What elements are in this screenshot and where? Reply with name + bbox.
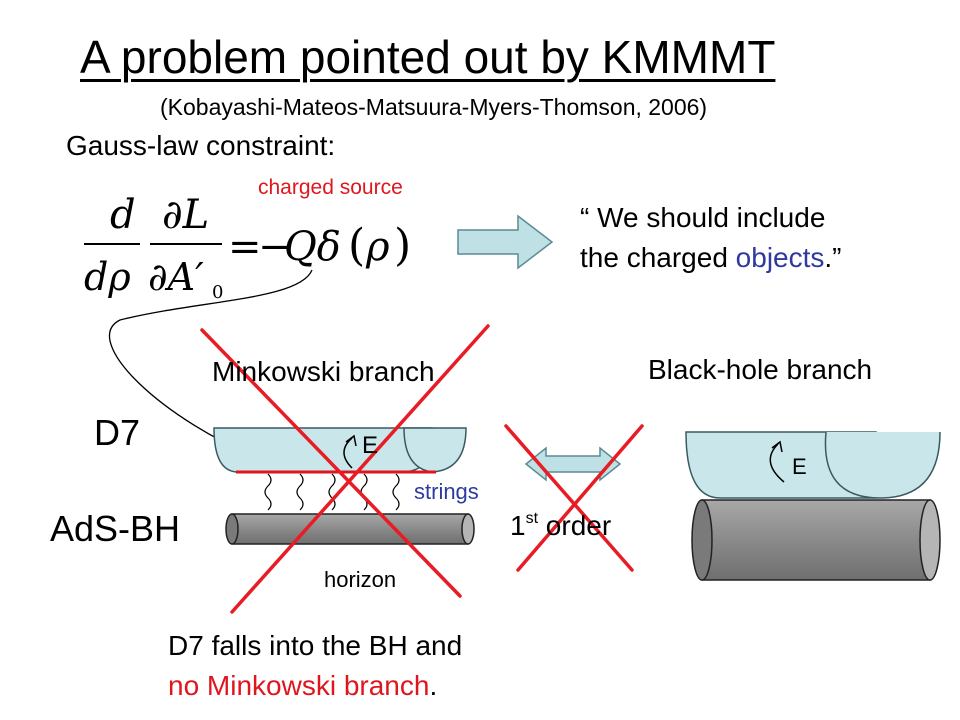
electric-field-label-minkowski: E [362, 432, 379, 459]
charged-objects-quote: “ We should include the charged objects.… [580, 198, 842, 278]
svg-text:Qδ: Qδ [284, 224, 341, 270]
source-connector-curve [108, 269, 313, 463]
quote-prefix: the charged [580, 242, 736, 273]
conclusion-line-1: D7 falls into the BH and [168, 630, 463, 661]
blackhole-branch-label: Black-hole branch [648, 354, 873, 385]
minkowski-horizon-cylinder [225, 513, 475, 545]
slide-title: A problem pointed out by KMMMT [80, 31, 776, 83]
svg-text:−: − [258, 224, 292, 270]
transition-double-arrow [524, 446, 622, 482]
eq-drho-denominator: dρ [84, 255, 131, 299]
svg-text:): ) [394, 220, 411, 271]
first-order-label: 1st order [510, 510, 611, 542]
d7-label: D7 [94, 412, 141, 453]
svg-text:=: = [228, 224, 262, 270]
charged-source-label: charged source [258, 176, 403, 199]
first-order-cross-out [504, 424, 644, 572]
quote-suffix: .” [824, 242, 842, 273]
quote-highlight: objects [735, 242, 825, 273]
eq-dA-denominator: ∂A′ [148, 255, 204, 299]
eq-dL-numerator: ∂L [162, 192, 209, 238]
slide-subtitle: (Kobayashi-Mateos-Matsuura-Myers-Thomson… [160, 94, 708, 120]
gauss-equation: d dρ ∂L ∂A′ 0 = − Qδ ( ρ ) [84, 192, 411, 303]
order-text: order [538, 510, 612, 541]
strings-wiggles [264, 473, 400, 511]
quote-line-2: the charged objects.” [580, 238, 842, 278]
eq-d-numerator: d [110, 192, 136, 238]
order-number: 1 [510, 510, 526, 541]
conclusion-line-2: no Minkowski branch. [168, 666, 462, 706]
conclusion-highlight: no Minkowski branch [168, 670, 430, 701]
gauss-law-label: Gauss-law constraint: [66, 130, 336, 161]
horizon-label: horizon [324, 567, 397, 592]
svg-text:0: 0 [212, 282, 223, 303]
svg-text:ρ: ρ [365, 224, 390, 270]
conclusion-text: D7 falls into the BH and no Minkowski br… [168, 626, 462, 706]
svg-text:(: ( [348, 220, 365, 271]
strings-label: strings [414, 479, 479, 504]
minkowski-cross-out [200, 324, 490, 614]
blackhole-horizon-cylinder [691, 499, 941, 581]
order-superscript: st [525, 510, 539, 527]
minkowski-d7-brane [213, 427, 467, 474]
quote-line-1: “ We should include [580, 202, 826, 233]
implication-arrow [457, 214, 554, 270]
blackhole-d7-brane [685, 431, 941, 499]
electric-field-label-blackhole: E [792, 454, 807, 479]
minkowski-branch-label: Minkowski branch [212, 356, 435, 387]
conclusion-suffix: . [429, 670, 438, 701]
ads-bh-label: AdS-BH [50, 508, 181, 549]
